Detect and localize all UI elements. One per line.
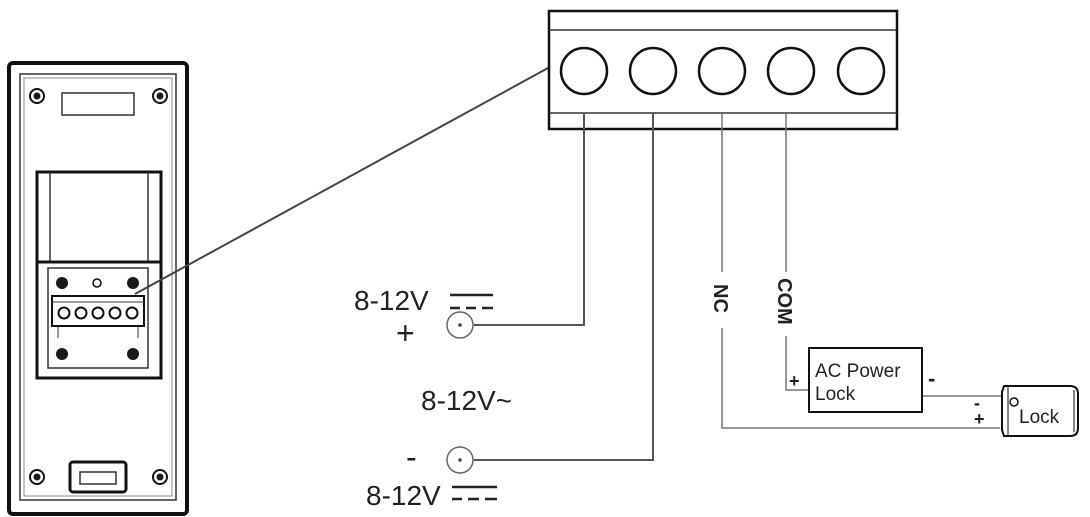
power-top-label: 8-12V (354, 285, 429, 316)
ac-lock-line2: Lock (815, 384, 856, 405)
terminal-screw (766, 46, 816, 96)
power-minus-sign: - (406, 439, 417, 475)
com-label: COM (773, 278, 795, 325)
dc-symbol-icon (450, 293, 493, 310)
ac-lock-line1: AC Power (815, 361, 901, 382)
device-screw-icon (29, 88, 168, 485)
device-rear-panel (7, 61, 189, 516)
wire-power-minus (474, 113, 654, 461)
power-plus-sign: + (396, 315, 415, 351)
dc-symbol-icon (452, 485, 497, 501)
lock-plus-sign: + (974, 409, 985, 429)
lock-label: Lock (1019, 407, 1060, 428)
power-terminal-minus-icon (446, 446, 474, 474)
device-mount-frame (35, 170, 163, 380)
terminal-block-enlarged (547, 9, 899, 131)
device-terminal-block (47, 267, 149, 369)
wire-power-plus (474, 113, 585, 326)
power-ac-label: 8-12V~ (421, 385, 512, 416)
terminal-screw (697, 46, 747, 96)
terminal-screw (836, 46, 886, 96)
ac-power-lock: AC Power Lock (808, 347, 923, 413)
lock-device: Lock (1001, 385, 1079, 437)
lock-indicator-icon (1009, 397, 1019, 407)
ac-lock-minus-sign: - (928, 366, 935, 391)
terminal-screw (559, 46, 609, 96)
power-bottom-label: 8-12V (366, 480, 441, 511)
power-terminal-plus-icon (446, 311, 474, 339)
terminal-screw (628, 46, 678, 96)
wire-nc (721, 113, 1000, 429)
ac-lock-plus-sign: + (789, 371, 800, 391)
nc-label: NC (709, 284, 731, 313)
device-label-window (61, 92, 135, 116)
device-latch (68, 460, 128, 494)
zoom-leader-line (134, 67, 549, 295)
lock-minus-sign: - (974, 393, 980, 413)
wire-com (785, 113, 809, 391)
